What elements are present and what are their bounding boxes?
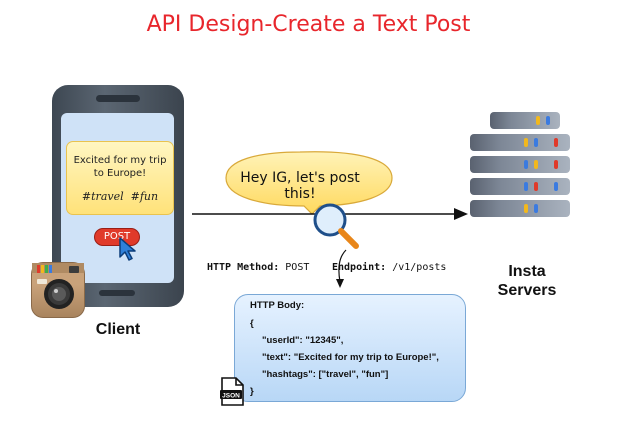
- bubble-text: Hey IG, let's post this!: [240, 170, 360, 202]
- status-led-icon: [524, 160, 528, 169]
- status-led-icon: [536, 116, 540, 125]
- json-close-brace: }: [250, 386, 254, 397]
- status-led-icon: [554, 182, 558, 191]
- json-open-brace: {: [250, 318, 254, 329]
- json-line-hashtags: "hashtags": ["travel", "fun"]: [262, 369, 389, 380]
- http-body-box: [234, 294, 466, 402]
- status-led-icon: [554, 160, 558, 169]
- status-led-icon: [524, 182, 528, 191]
- post-text: Excited for my trip to Europe!: [73, 155, 167, 179]
- server-unit: [470, 134, 570, 151]
- phone-speaker: [96, 95, 140, 102]
- status-led-icon: [524, 138, 528, 147]
- status-led-icon: [534, 204, 538, 213]
- curved-arrow: [336, 249, 347, 288]
- speech-bubble: [225, 151, 393, 215]
- servers-label: Insta Servers: [487, 262, 567, 300]
- server-unit: [470, 156, 570, 173]
- status-led-icon: [554, 138, 558, 147]
- servers-label-line2: Servers: [497, 282, 557, 299]
- magnifier-icon: [313, 203, 359, 249]
- status-led-icon: [534, 160, 538, 169]
- server-unit: [470, 178, 570, 195]
- endpoint: Endpoint: /v1/posts: [332, 262, 446, 273]
- post-card: Excited for my trip to Europe! #travel #…: [66, 141, 174, 215]
- phone-home-bar: [99, 290, 135, 296]
- json-badge-text: JSON: [222, 393, 240, 400]
- http-method-value: POST: [285, 262, 310, 273]
- http-method-label: HTTP Method:: [207, 262, 280, 273]
- diagram-title: API Design-Create a Text Post: [146, 12, 471, 37]
- json-file-icon: JSON: [220, 377, 244, 406]
- http-body-heading: HTTP Body:: [250, 300, 305, 311]
- endpoint-value: /v1/posts: [392, 262, 447, 273]
- client-label: Client: [95, 321, 141, 338]
- status-led-icon: [534, 138, 538, 147]
- app-camera-icon: [31, 262, 85, 318]
- server-unit: [470, 200, 570, 217]
- post-hashtags: #travel #fun: [81, 190, 159, 203]
- status-led-icon: [546, 116, 550, 125]
- json-line-userid: "userId": "12345",: [262, 335, 344, 346]
- servers-label-line1: Insta: [508, 263, 546, 280]
- status-led-icon: [524, 204, 528, 213]
- endpoint-label: Endpoint:: [332, 262, 387, 273]
- server-unit: [490, 112, 560, 129]
- status-led-icon: [534, 182, 538, 191]
- json-line-text: "text": "Excited for my trip to Europe!"…: [262, 352, 439, 363]
- post-button[interactable]: POST: [94, 228, 140, 246]
- cursor-icon: [119, 237, 136, 261]
- http-method: HTTP Method: POST: [207, 262, 309, 273]
